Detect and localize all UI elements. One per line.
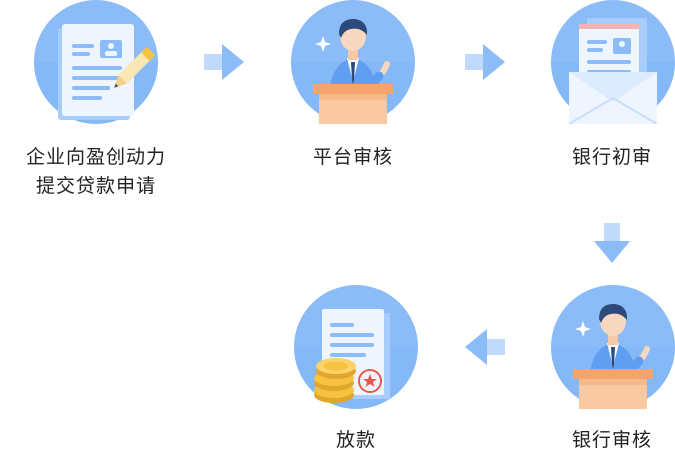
- reviewer-podium-icon: [291, 0, 415, 124]
- step-label-line1: 平台审核: [312, 146, 393, 168]
- arrow-down-icon: [594, 223, 630, 263]
- step-label: 平台审核: [243, 143, 463, 172]
- arrow-right-icon: [204, 44, 244, 80]
- step-label-line1: 银行初审: [571, 146, 652, 168]
- step-label-line1: 放款: [335, 429, 376, 451]
- arrow-left-icon: [465, 329, 505, 365]
- step-label: 放款: [246, 426, 466, 455]
- step-label-line1: 企业向盈创动力: [25, 146, 166, 168]
- step-label: 银行初审: [502, 143, 675, 172]
- application-document-pen-icon: [34, 0, 158, 124]
- arrow-right-icon: [465, 44, 505, 80]
- step-label-line1: 银行审核: [571, 429, 652, 451]
- document-coins-icon: [294, 285, 418, 409]
- step-label: 银行审核: [502, 426, 675, 455]
- document-envelope-icon: [551, 0, 675, 124]
- step-label: 企业向盈创动力 提交贷款申请: [0, 143, 206, 201]
- reviewer-podium-icon: [551, 285, 675, 409]
- step-label-line2: 提交贷款申请: [35, 175, 156, 197]
